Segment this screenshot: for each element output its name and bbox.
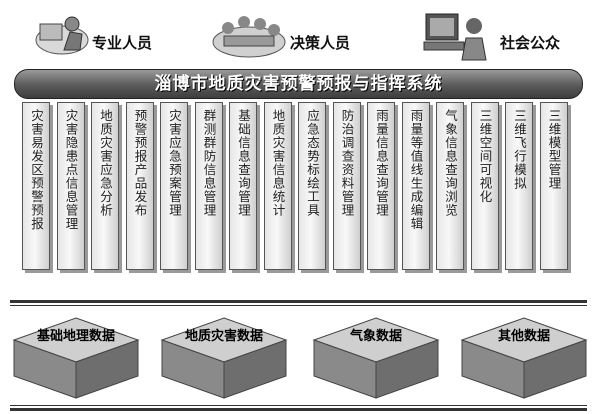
module-3: 地质灾害应急分析 [91,102,119,270]
user-role-decision-maker: 决策人员 [210,10,390,62]
module-label: 雨量信息查询管理 [374,109,389,217]
data-block-label: 地质灾害数据 [184,329,263,344]
data-block-1: 基础地理数据 [12,316,140,400]
data-block-label: 基础地理数据 [36,329,115,344]
module-6: 群测群防信息管理 [194,102,223,270]
module-label: 灾害应急预案管理 [167,109,182,217]
module-label: 基础信息查询管理 [236,109,251,217]
data-block-label: 其他数据 [497,329,550,344]
module-14: 三维空间可视化 [470,102,499,270]
divider-bottom-thin [10,405,587,406]
module-15: 三维飞行模拟 [505,102,533,270]
user-role-professional: 专业人员 [30,10,190,62]
module-label: 应急态势标绘工具 [305,109,320,217]
decision-maker-icon [212,16,286,58]
module-7: 基础信息查询管理 [229,102,257,270]
module-label: 预警预报产品发布 [132,109,148,217]
data-block-3: 气象数据 [312,316,440,400]
module-label: 地质灾害应急分析 [98,109,113,217]
module-label: 地质灾害信息统计 [270,109,286,217]
professional-user-icon [35,16,89,55]
module-label: 气象信息查询浏览 [443,109,458,217]
module-13: 气象信息查询浏览 [436,102,464,270]
user-role-label: 专业人员 [92,34,153,52]
data-layer-row: 基础地理数据 地质灾害数据 气象数据 其他数据 [0,316,597,411]
public-user-icon [423,13,487,61]
module-8: 地质灾害信息统计 [263,102,292,270]
user-roles-row: 专业人员 决策人员 社会公众 [0,0,597,68]
module-11: 雨量信息查询管理 [367,102,395,270]
module-label: 灾害隐患点信息管理 [63,109,79,231]
module-16: 三维模型管理 [539,102,568,270]
module-label: 三维空间可视化 [477,109,493,204]
database-block-icon [460,317,588,399]
user-role-public: 社会公众 [420,10,590,62]
module-10: 防治调查资料管理 [332,102,361,270]
module-4: 预警预报产品发布 [125,102,154,270]
module-2: 灾害隐患点信息管理 [56,102,85,270]
data-block-4: 其他数据 [460,316,588,400]
database-block-icon [12,317,140,399]
function-modules: 灾害易发区预警预报 灾害隐患点信息管理 地质灾害应急分析 预警预报产品发布 灾害应急预案… [22,102,582,270]
module-1: 灾害易发区预警预报 [22,102,50,270]
database-block-icon [312,317,440,399]
module-5: 灾害应急预案管理 [160,102,188,270]
divider-top [10,300,587,303]
module-label: 三维模型管理 [546,109,562,190]
module-12: 雨量等值线生成编辑 [401,102,430,270]
module-label: 灾害易发区预警预报 [29,109,44,231]
data-block-2: 地质灾害数据 [160,316,288,400]
module-label: 群测群防信息管理 [201,109,217,217]
module-label: 防治调查资料管理 [339,109,355,217]
database-block-icon [160,317,288,399]
module-label: 三维飞行模拟 [512,109,527,190]
user-role-label: 社会公众 [500,34,561,52]
module-label: 雨量等值线生成编辑 [408,109,424,231]
divider-top-thin [10,305,587,306]
data-block-label: 气象数据 [349,329,402,344]
module-9: 应急态势标绘工具 [298,102,326,270]
divider-bottom [10,408,587,411]
system-title-banner: 淄博市地质灾害预警预报与指挥系统 [14,69,583,99]
user-role-label: 决策人员 [290,34,351,52]
